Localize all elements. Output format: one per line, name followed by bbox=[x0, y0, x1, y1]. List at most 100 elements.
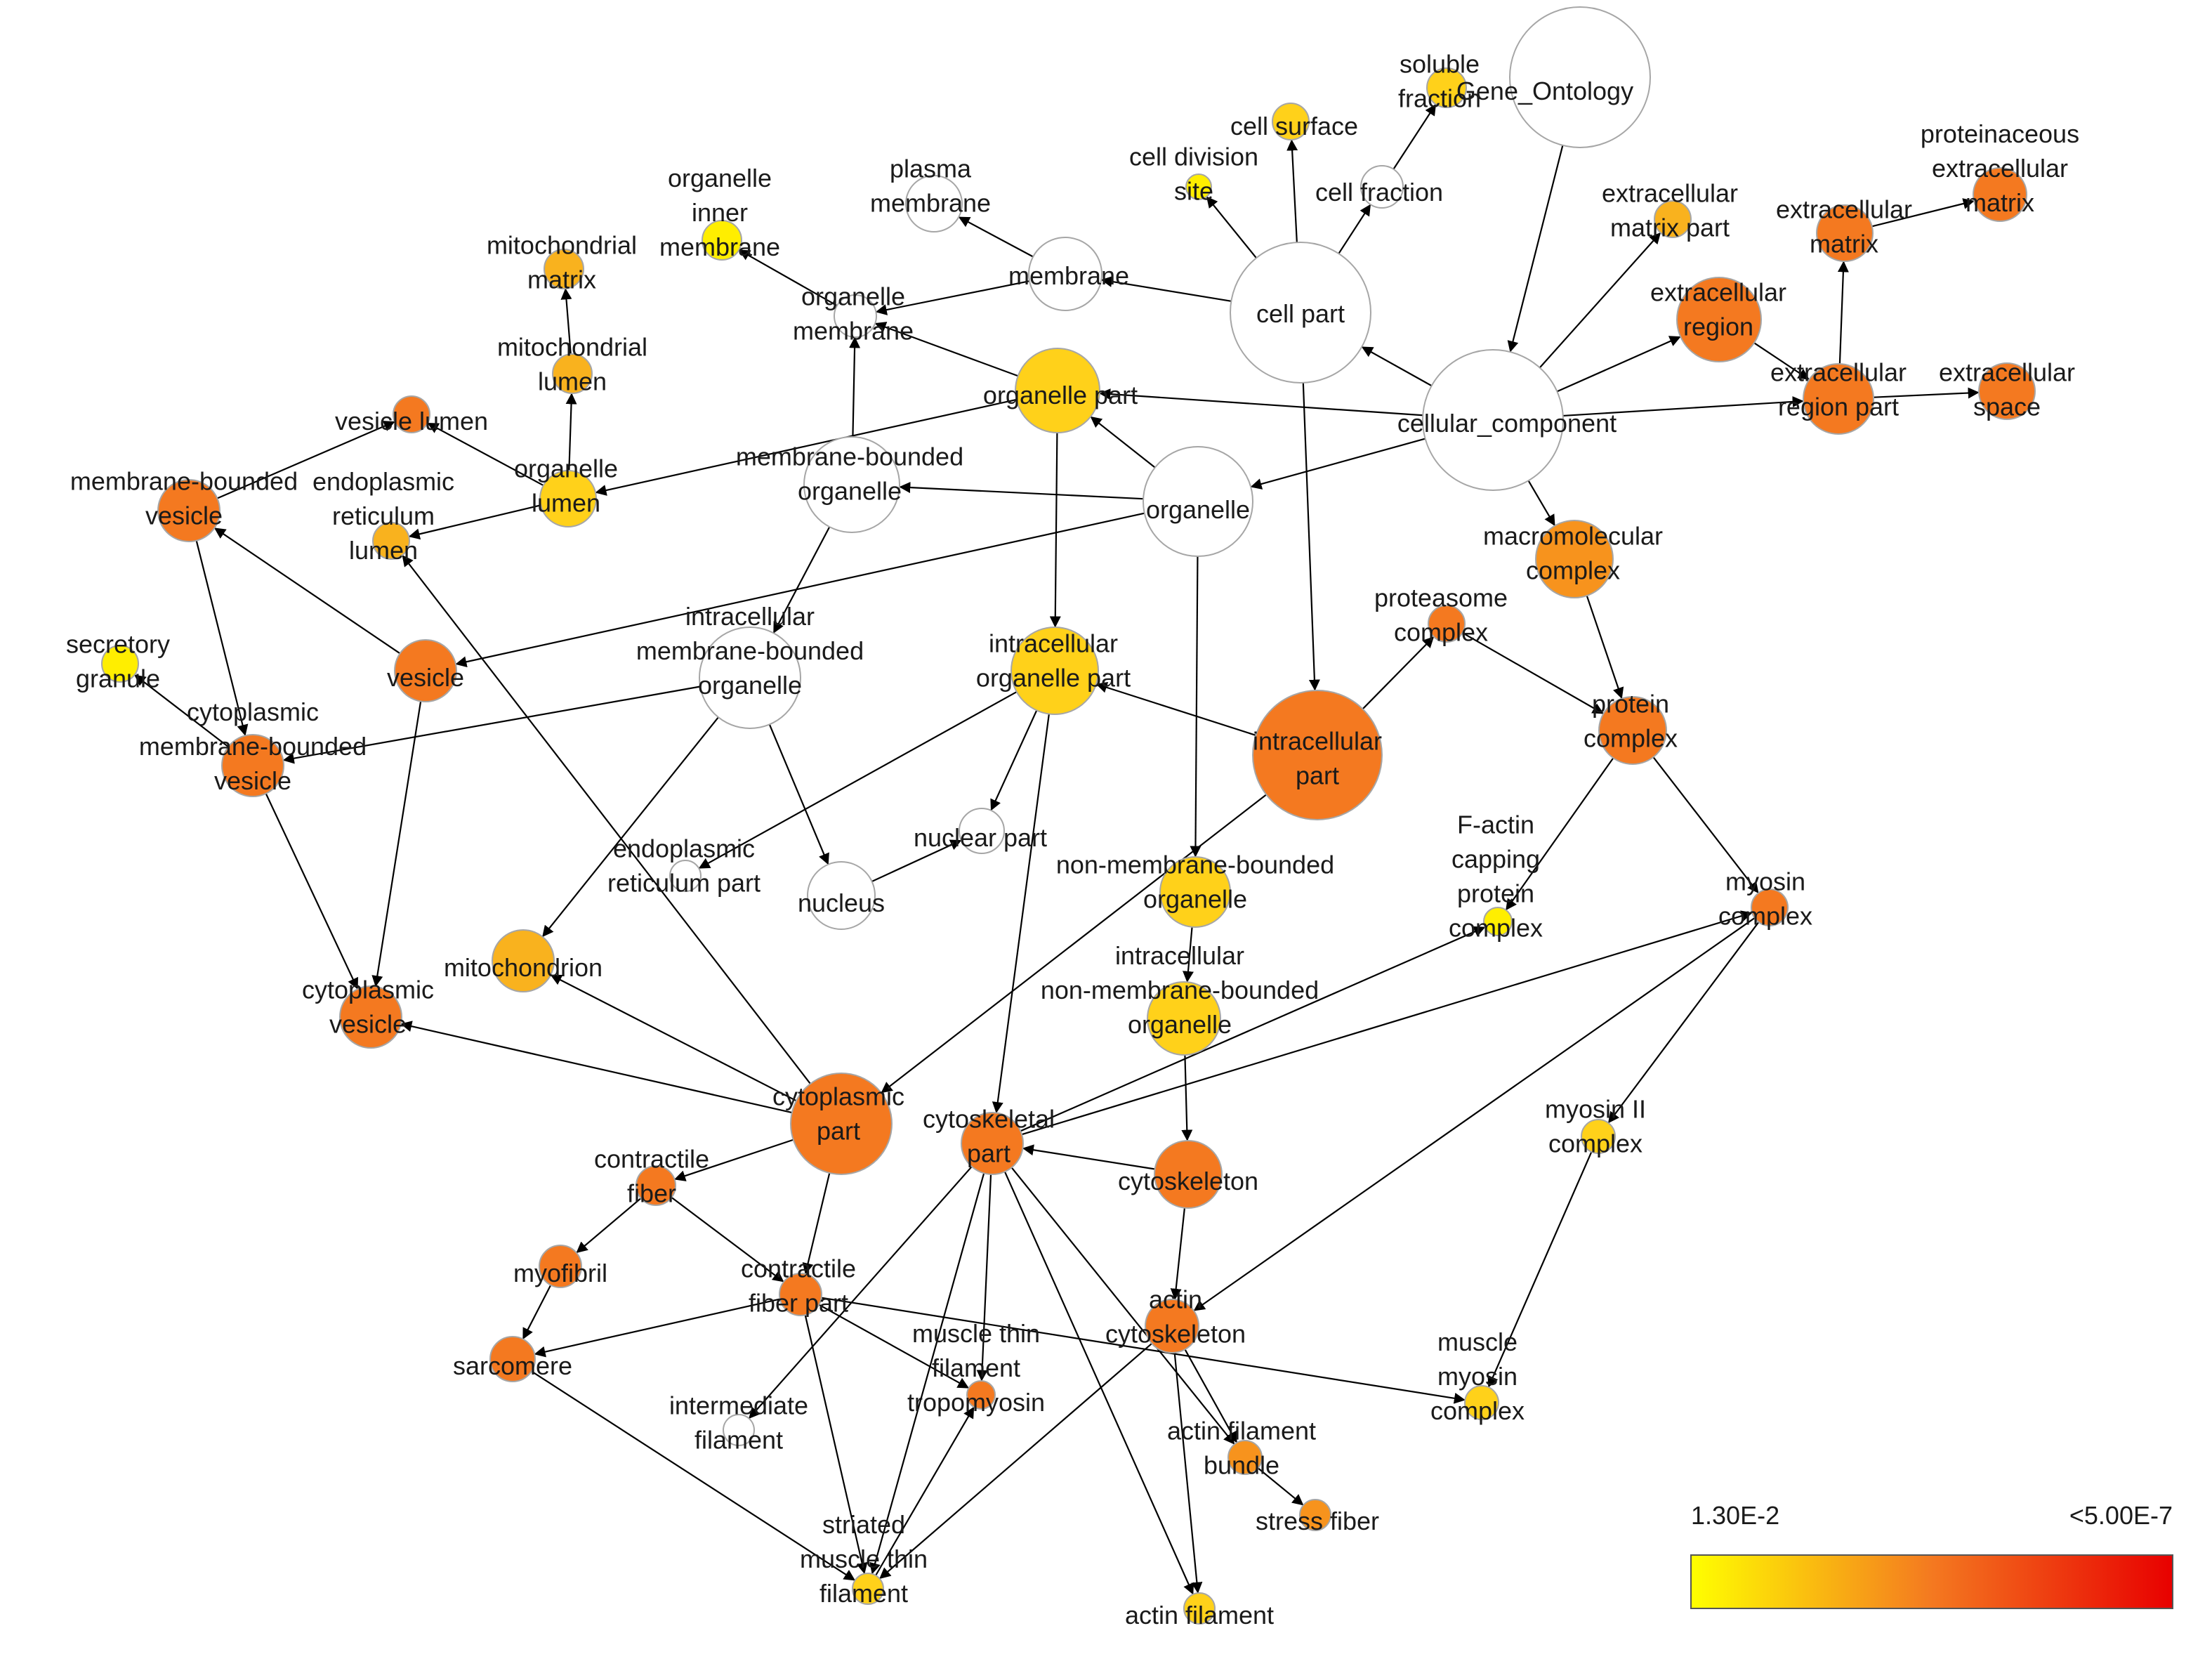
node-intracellular-organelle-part[interactable] bbox=[1010, 627, 1099, 715]
node-extracellular-matrix-part[interactable] bbox=[1654, 200, 1692, 238]
node-muscle-myosin-complex[interactable] bbox=[1464, 1385, 1499, 1420]
node-plasma-membrane[interactable] bbox=[905, 175, 963, 232]
node-label-line: soluble bbox=[1400, 49, 1480, 78]
node-label-line: matrix bbox=[1810, 229, 1878, 258]
node-cytoskeleton[interactable] bbox=[1154, 1140, 1223, 1209]
node-label-line: Gene_Ontology bbox=[1456, 77, 1633, 105]
node-non-mb-organelle[interactable] bbox=[1159, 856, 1231, 928]
node-actin-filament-bundle[interactable] bbox=[1227, 1440, 1263, 1475]
node-proteinaceous-ecm[interactable] bbox=[1973, 167, 2027, 222]
node-label-line: organelle part bbox=[983, 381, 1138, 409]
node-striated-muscle-thin-filament[interactable] bbox=[852, 1573, 884, 1605]
node-er-lumen[interactable] bbox=[372, 522, 410, 560]
node-nuclear-part[interactable] bbox=[959, 808, 1005, 854]
node-cell-fraction[interactable] bbox=[1360, 165, 1404, 209]
node-intracellular-non-mb-organelle[interactable] bbox=[1147, 981, 1221, 1056]
node-vesicle[interactable] bbox=[394, 639, 457, 702]
edge-intracellular_organelle_part-to-er_part bbox=[698, 691, 1018, 869]
edge-cytoskeletal_part-to-muscle_thin_filament_tropomyosin bbox=[976, 1174, 992, 1382]
node-membrane-bounded-organelle[interactable] bbox=[803, 436, 900, 533]
node-label-line: sarcomere bbox=[453, 1351, 572, 1380]
node-label-line: lumen bbox=[538, 367, 607, 395]
node-nucleus[interactable] bbox=[807, 861, 876, 930]
edge-organelle-to-vesicle bbox=[455, 512, 1145, 668]
node-contractile-fiber[interactable] bbox=[636, 1165, 676, 1206]
node-membrane-bounded-vesicle[interactable] bbox=[157, 479, 220, 542]
node-label-line: membrane-bounded bbox=[70, 466, 298, 495]
node-organelle-lumen[interactable] bbox=[539, 470, 597, 527]
node-membrane[interactable] bbox=[1028, 237, 1102, 311]
node-extracellular-region[interactable] bbox=[1676, 277, 1762, 362]
node-intracellular-part[interactable] bbox=[1252, 690, 1383, 820]
node-sarcomere[interactable] bbox=[489, 1336, 536, 1382]
edge-organelle_part-to-organelle_membrane bbox=[874, 322, 1019, 377]
node-extracellular-space[interactable] bbox=[1978, 362, 2036, 420]
node-cytoplasmic-part[interactable] bbox=[790, 1073, 893, 1175]
node-organelle[interactable] bbox=[1143, 446, 1253, 557]
node-organelle-inner-membrane[interactable] bbox=[702, 220, 742, 261]
node-proteasome-complex[interactable] bbox=[1428, 605, 1466, 643]
node-muscle-thin-filament-tropomyosin[interactable] bbox=[966, 1380, 996, 1410]
node-myosin-complex[interactable] bbox=[1751, 888, 1789, 926]
node-organelle-part[interactable] bbox=[1015, 348, 1100, 433]
edge-organelle_lumen-to-vesicle_lumen bbox=[427, 422, 544, 487]
node-soluble-fraction[interactable] bbox=[1426, 67, 1467, 108]
node-secretory-granule[interactable] bbox=[101, 645, 139, 683]
node-mitochondrion[interactable] bbox=[492, 929, 555, 992]
node-label-line: actin bbox=[1149, 1285, 1202, 1313]
node-cell-part[interactable] bbox=[1230, 242, 1371, 383]
node-label-line: myofibril bbox=[513, 1259, 607, 1287]
edge-cytoplasmic_part-to-er_lumen bbox=[402, 555, 811, 1084]
node-label-line: organelle bbox=[1128, 1010, 1232, 1039]
node-label-line: cell part bbox=[1256, 299, 1345, 328]
node-cytoplasmic-vesicle[interactable] bbox=[339, 985, 402, 1049]
node-extracellular-matrix[interactable] bbox=[1816, 204, 1874, 262]
node-label-line: plasma bbox=[890, 154, 972, 183]
edge-extracellular_region-to-extracellular_region_part bbox=[1753, 342, 1810, 380]
node-intermediate-filament[interactable] bbox=[723, 1414, 755, 1446]
node-mitochondrial-lumen[interactable] bbox=[552, 353, 593, 394]
node-extracellular-region-part[interactable] bbox=[1803, 363, 1874, 435]
edge-cytoplasmic_part-to-cytoplasmic_vesicle bbox=[400, 1021, 793, 1114]
node-f-actin-capping[interactable] bbox=[1483, 907, 1513, 936]
node-intracellular-mb-organelle[interactable] bbox=[699, 627, 801, 729]
edge-cell_part-to-cell_surface bbox=[1286, 139, 1298, 243]
node-label-line: myosin II bbox=[1545, 1094, 1646, 1123]
edge-cytoplasmic_part-to-contractile_fiber bbox=[673, 1139, 794, 1181]
node-actin-cytoskeleton[interactable] bbox=[1145, 1299, 1199, 1353]
node-label-line: organelle bbox=[698, 671, 802, 700]
node-actin-filament[interactable] bbox=[1183, 1592, 1216, 1625]
node-vesicle-lumen[interactable] bbox=[393, 395, 430, 433]
node-organelle-membrane[interactable] bbox=[834, 294, 877, 338]
node-contractile-fiber-part[interactable] bbox=[779, 1273, 822, 1316]
node-cell-division-site[interactable] bbox=[1185, 173, 1212, 200]
node-cellular-component[interactable] bbox=[1422, 349, 1564, 491]
node-label-line: contractile bbox=[594, 1144, 709, 1173]
node-label-line: membrane-bounded bbox=[139, 732, 367, 761]
node-cytoplasmic-mb-vesicle[interactable] bbox=[221, 734, 284, 797]
edge-organelle-to-non_mb_organelle bbox=[1190, 556, 1202, 858]
node-label-myofibril: myofibril bbox=[513, 1259, 607, 1287]
node-label-line: mitochondrial bbox=[497, 332, 647, 361]
node-cytoskeletal-part[interactable] bbox=[961, 1112, 1024, 1175]
node-label-cell-part: cell part bbox=[1256, 299, 1345, 328]
node-protein-complex[interactable] bbox=[1598, 696, 1667, 765]
node-er-part[interactable] bbox=[669, 860, 702, 892]
node-cell-surface[interactable] bbox=[1272, 103, 1310, 140]
node-mitochondrial-matrix[interactable] bbox=[544, 249, 584, 289]
node-label-line: part bbox=[1296, 761, 1339, 789]
node-myosin-ii-complex[interactable] bbox=[1581, 1119, 1616, 1154]
node-myofibril[interactable] bbox=[539, 1245, 582, 1288]
node-stress-fiber[interactable] bbox=[1299, 1499, 1331, 1531]
edge-membrane-to-plasma_membrane bbox=[958, 216, 1034, 258]
node-label-line: muscle thin bbox=[912, 1319, 1040, 1348]
edge-cytoskeletal_part-to-intermediate_filament bbox=[749, 1166, 973, 1419]
node-macromolecular-complex[interactable] bbox=[1535, 520, 1614, 598]
node-gene-ontology[interactable] bbox=[1509, 6, 1651, 148]
edge-actin_cytoskeleton-to-actin_filament bbox=[1173, 1352, 1203, 1594]
edge-cytoskeleton-to-actin_cytoskeleton bbox=[1170, 1207, 1186, 1300]
